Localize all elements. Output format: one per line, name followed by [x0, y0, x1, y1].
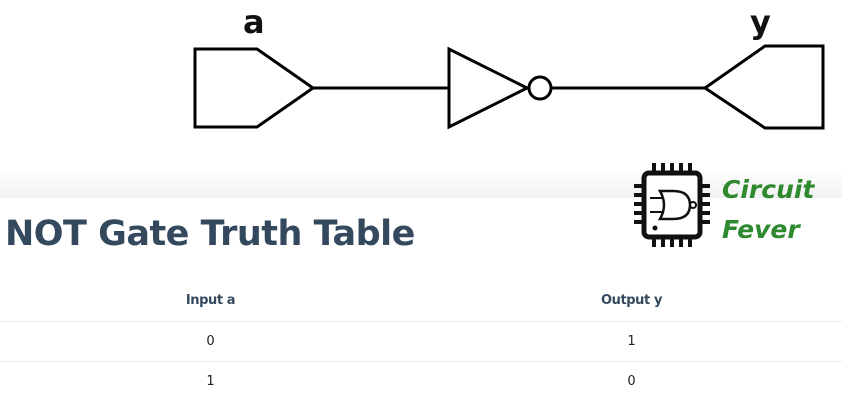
- cell-input: 0: [0, 321, 421, 362]
- not-gate-diagram: a y: [193, 3, 825, 130]
- table-row: 1 0: [0, 362, 842, 402]
- logo-text-fever: Fever: [722, 215, 801, 244]
- ic-chip-gate-icon: [634, 163, 710, 247]
- circuit-fever-logo: Circuit Fever: [634, 163, 815, 247]
- cell-output: 1: [421, 321, 842, 362]
- input-pin-shape: [193, 47, 316, 129]
- inversion-bubble: [527, 75, 553, 101]
- output-label-y: y: [750, 3, 771, 41]
- output-pin-shape: [702, 44, 825, 130]
- table-row: 0 1: [0, 321, 842, 362]
- logo-text-circuit: Circuit: [722, 175, 815, 204]
- page-title: NOT Gate Truth Table: [5, 214, 415, 254]
- header-input-a: Input a: [0, 280, 421, 322]
- header-output-y: Output y: [421, 280, 842, 322]
- table-header-row: Input a Output y: [0, 280, 842, 322]
- cell-output: 0: [627, 374, 636, 389]
- input-label-a: a: [243, 3, 265, 41]
- cell-input: 1: [206, 374, 215, 389]
- not-gate-triangle: [447, 46, 531, 130]
- truth-table: Input a Output y 0 1 1 0: [0, 280, 842, 401]
